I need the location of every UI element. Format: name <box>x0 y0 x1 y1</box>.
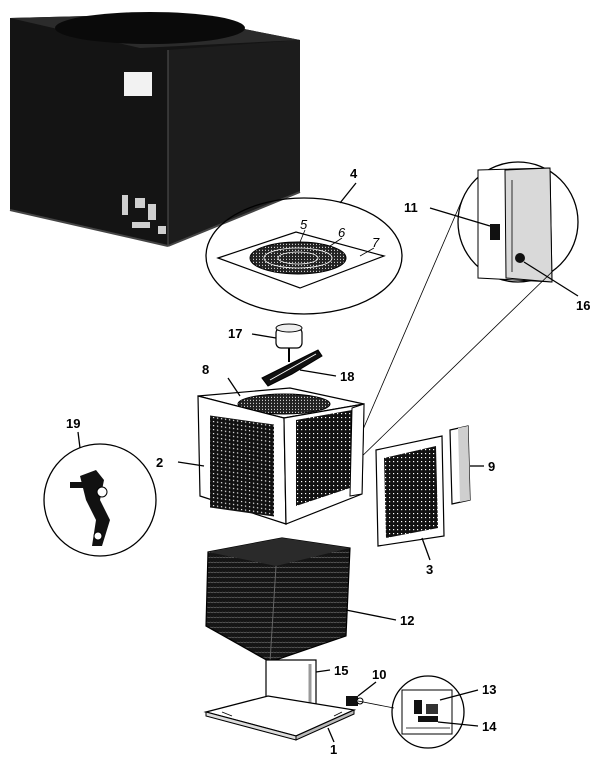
corner-post <box>449 425 471 505</box>
component-11 <box>490 224 500 240</box>
leader-13 <box>439 689 479 701</box>
leader-18 <box>299 369 337 377</box>
leader-3 <box>421 537 431 561</box>
callout-3: 3 <box>426 562 433 577</box>
base-pan <box>203 695 357 741</box>
unit-label-plate <box>124 72 152 96</box>
motor-bracket <box>261 349 323 387</box>
callout-19: 19 <box>66 416 80 431</box>
service-valve <box>346 696 364 706</box>
leader-19 <box>77 431 81 449</box>
callout-5: 5 <box>300 217 308 232</box>
leader-11 <box>429 207 491 227</box>
fan-motor <box>275 323 303 362</box>
leader-17 <box>251 333 277 339</box>
callout-10: 10 <box>372 667 386 682</box>
grille-panel <box>375 435 445 547</box>
leader-4 <box>339 182 357 204</box>
callout-7: 7 <box>372 235 380 250</box>
condenser-coil <box>205 537 351 663</box>
callout-2: 2 <box>156 455 163 470</box>
callout-14: 14 <box>482 719 497 734</box>
leader-2 <box>177 461 205 467</box>
leader-10 <box>357 681 377 697</box>
leader-8 <box>227 377 241 397</box>
callout-11: 11 <box>404 200 418 215</box>
leader-12 <box>345 609 397 621</box>
callout-4: 4 <box>350 166 358 181</box>
callout-13: 13 <box>482 682 496 697</box>
leader-15 <box>315 669 331 673</box>
callout-8: 8 <box>202 362 209 377</box>
callout-1: 1 <box>330 742 337 757</box>
detail-circle-control-panel <box>457 161 579 283</box>
leader-14 <box>437 721 479 727</box>
callout-12: 12 <box>400 613 414 628</box>
detail-ref-line-a <box>351 199 463 456</box>
callout-17: 17 <box>228 326 242 341</box>
callout-9: 9 <box>488 459 495 474</box>
callout-16: 16 <box>576 298 590 313</box>
assembled-condenser-unit <box>9 12 301 247</box>
detail-circle-valve <box>357 675 465 749</box>
detail-ref-line-b <box>355 267 557 463</box>
detail-circle-component <box>43 443 157 557</box>
detail-circle-top-cover <box>205 197 403 315</box>
leader-16 <box>523 261 579 297</box>
callout-6: 6 <box>338 225 346 240</box>
component-16 <box>515 253 525 263</box>
callout-18: 18 <box>340 369 354 384</box>
callout-15: 15 <box>334 663 348 678</box>
cabinet-assembly <box>197 387 365 525</box>
leader-1 <box>327 727 335 743</box>
